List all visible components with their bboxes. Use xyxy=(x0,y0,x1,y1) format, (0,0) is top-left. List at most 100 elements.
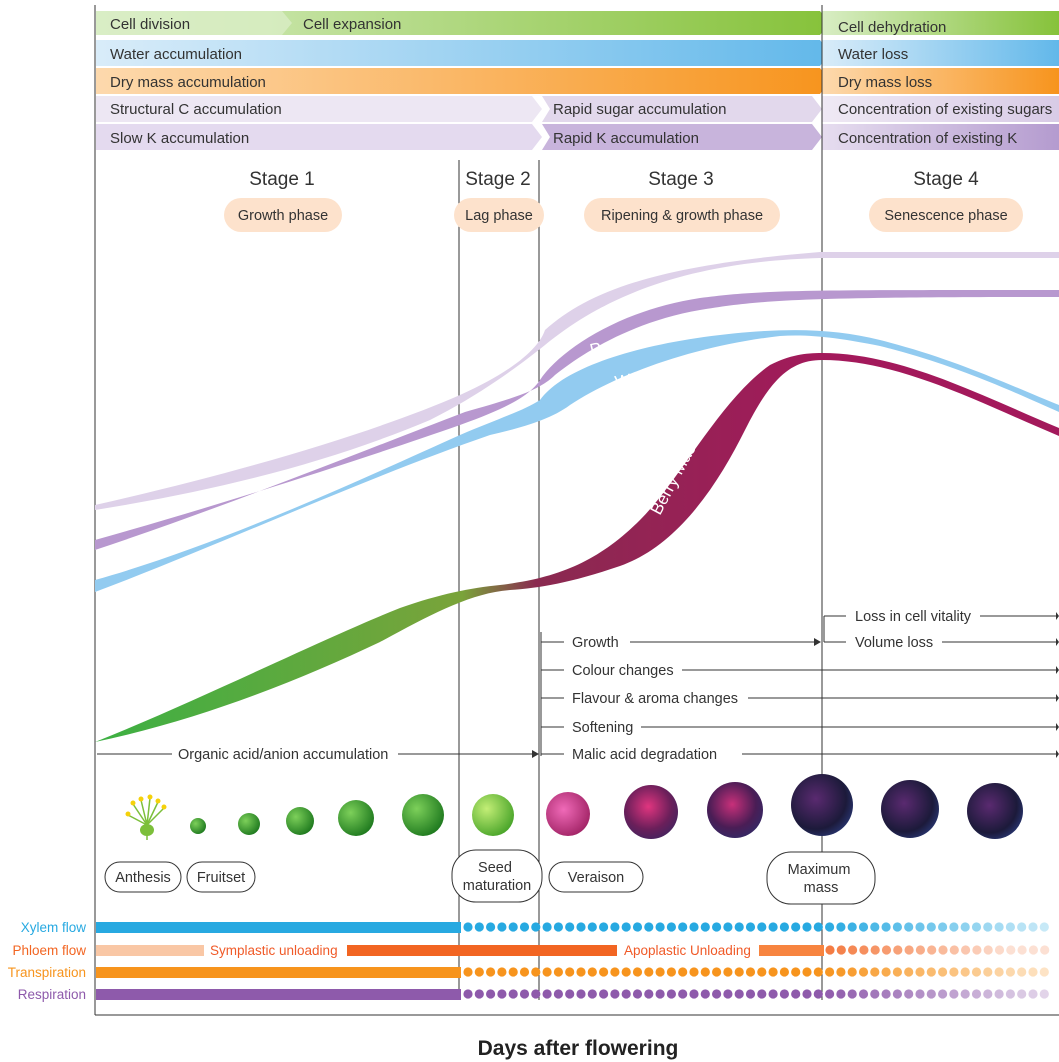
flow-dot xyxy=(757,922,767,932)
flow-dot xyxy=(813,922,823,932)
flow-dot xyxy=(893,945,903,955)
flow-dot xyxy=(587,967,597,977)
flow-dot xyxy=(1005,922,1016,932)
band-cell-expansion-label: Cell expansion xyxy=(303,16,401,33)
flow-dot xyxy=(621,989,631,999)
flow-dot xyxy=(723,967,733,977)
flow-dot xyxy=(565,967,575,977)
flow-dot xyxy=(791,922,801,932)
flow-dot xyxy=(949,922,959,932)
phloem-bar-apoplastic xyxy=(759,945,824,956)
flow-dot xyxy=(474,989,484,999)
flow-dot xyxy=(723,922,733,932)
growth-phase-pill xyxy=(224,198,342,232)
xylem-flow-label: Xylem flow xyxy=(21,920,87,935)
flow-dot xyxy=(599,967,609,977)
flow-dot xyxy=(938,967,948,977)
flow-dot xyxy=(949,945,959,955)
malic-acid-label: Malic acid degradation xyxy=(572,747,717,763)
flow-dot xyxy=(927,945,937,955)
flow-dot xyxy=(881,945,892,955)
arrowhead-softening xyxy=(1056,723,1059,731)
band-concentration-sugars-label: Concentration of existing sugars xyxy=(838,101,1052,118)
flow-dot xyxy=(825,922,835,932)
flow-dot xyxy=(825,967,835,977)
band-water-loss-label: Water loss xyxy=(838,46,908,63)
flow-dot xyxy=(915,967,925,977)
band-cell-late xyxy=(822,11,1059,35)
symplastic-unloading-label: Symplastic unloading xyxy=(210,943,338,958)
flow-dot xyxy=(497,922,507,932)
berry-ripening-2 xyxy=(707,782,763,838)
flow-dot xyxy=(791,967,801,977)
flow-bars: Symplastic unloading Apoplastic Unloadin… xyxy=(96,922,824,1000)
flow-dot xyxy=(825,945,835,955)
band-slow-k-label: Slow K accumulation xyxy=(110,130,249,147)
flow-dot xyxy=(994,967,1004,977)
band-rapid-k-label: Rapid K accumulation xyxy=(553,130,699,147)
growth-label: Growth xyxy=(572,635,619,651)
flow-dot xyxy=(836,922,846,932)
flow-dot xyxy=(621,922,631,932)
flow-dot xyxy=(870,922,880,932)
flow-dot xyxy=(666,989,677,999)
organic-acid-label: Organic acid/anion accumulation xyxy=(178,747,388,763)
flow-dot xyxy=(621,967,631,977)
arrowhead-vitality xyxy=(1056,612,1059,620)
process-bands: Cell division Cell expansion Cell dehydr… xyxy=(96,11,1059,150)
flow-dot xyxy=(881,967,891,977)
flow-dot xyxy=(768,989,778,999)
colour-changes-label: Colour changes xyxy=(572,663,674,679)
flow-dot xyxy=(700,967,710,977)
band-cell-arrow-1 xyxy=(96,11,292,35)
water-curve xyxy=(95,330,1059,592)
arrowhead-volume xyxy=(1056,638,1059,646)
flow-dot xyxy=(858,989,869,999)
flow-dot xyxy=(938,922,948,932)
flow-dot xyxy=(553,967,564,977)
berry-stage1-5 xyxy=(402,794,444,836)
flow-dot xyxy=(1005,967,1016,977)
potassium-curve xyxy=(95,290,1059,550)
flow-dot xyxy=(971,922,982,932)
loss-cell-vitality-label: Loss in cell vitality xyxy=(855,609,972,625)
flow-dot xyxy=(779,922,790,932)
flow-dot xyxy=(881,922,891,932)
stage-3-title: Stage 3 xyxy=(648,169,714,190)
growth-phase-label: Growth phase xyxy=(238,208,328,224)
flow-dot xyxy=(971,989,982,999)
flow-dot xyxy=(892,967,903,977)
flow-dot xyxy=(1017,967,1027,977)
band-rapid-sugar-label: Rapid sugar accumulation xyxy=(553,101,726,118)
flow-dot xyxy=(745,967,756,977)
flow-dot xyxy=(599,922,609,932)
berry-seed-maturation xyxy=(472,794,514,836)
berry-maximum-mass xyxy=(791,774,853,836)
arrowhead-malic xyxy=(1056,750,1059,758)
x-axis-title: Days after flowering xyxy=(478,1037,679,1060)
flow-dot xyxy=(486,922,496,932)
flow-dot xyxy=(474,922,484,932)
berry-fruitset-2 xyxy=(238,813,260,835)
flow-dot xyxy=(926,967,936,977)
flow-dot xyxy=(926,922,936,932)
flow-dot xyxy=(983,967,993,977)
flow-dot xyxy=(892,922,903,932)
flow-dot xyxy=(723,989,733,999)
band-drymass-loss-label: Dry mass loss xyxy=(838,74,932,91)
xylem-flow-bar xyxy=(96,922,461,933)
flow-dot xyxy=(497,967,507,977)
phloem-flow-label: Phloem flow xyxy=(12,943,86,958)
flow-dot xyxy=(712,989,722,999)
flow-dot xyxy=(870,945,880,955)
respiration-label: Respiration xyxy=(18,987,86,1002)
flow-dot xyxy=(994,989,1004,999)
flow-dot xyxy=(463,922,473,932)
flow-dot xyxy=(519,989,530,999)
flow-dot xyxy=(802,967,812,977)
berry-ripening-1 xyxy=(624,785,678,839)
accumulation-curves: Sugar Potassium Water Berry Mass xyxy=(95,252,1059,742)
maximum-mass-pill xyxy=(766,851,876,905)
flow-dot xyxy=(1028,989,1038,999)
